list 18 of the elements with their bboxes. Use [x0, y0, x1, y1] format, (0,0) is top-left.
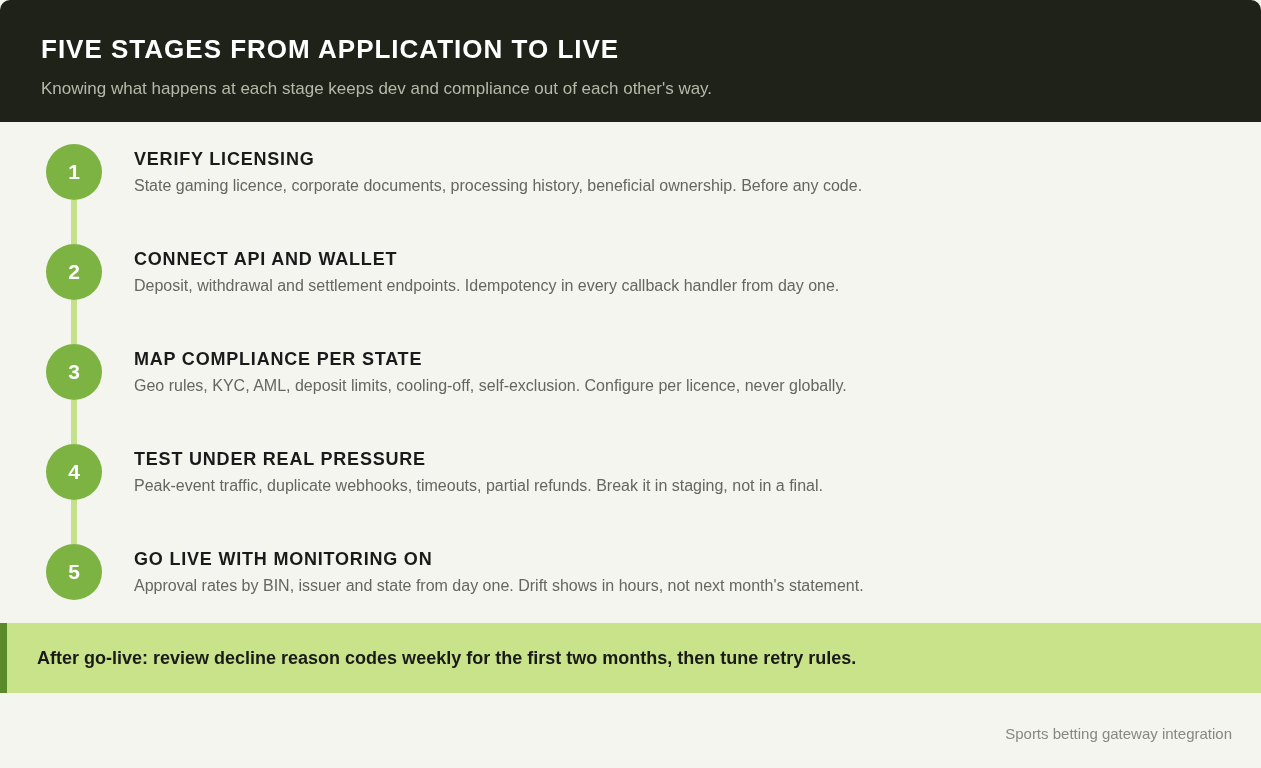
note-banner: After go-live: review decline reason codes weekly for the first two months, then tune retry rules.	[0, 623, 1261, 693]
step-heading: MAP COMPLIANCE PER STATE	[134, 348, 423, 371]
step-description: Approval rates by BIN, issuer and state from day one. Drift shows in hours, not next month's statement.	[134, 576, 864, 596]
step-heading: VERIFY LICENSING	[134, 148, 315, 171]
connector-line	[71, 300, 77, 344]
step-description: Peak-event traffic, duplicate webhooks, timeouts, partial refunds. Break it in staging, not in a final.	[134, 476, 823, 496]
connector-line	[71, 200, 77, 244]
step-description: Deposit, withdrawal and settlement endpoints. Idempotency in every callback handler from day one.	[134, 276, 840, 296]
title: FIVE STAGES FROM APPLICATION TO LIVE	[41, 33, 620, 66]
connector-line	[71, 400, 77, 444]
subtitle: Knowing what happens at each stage keeps dev and compliance out of each other's way.	[41, 78, 713, 100]
step-description: Geo rules, KYC, AML, deposit limits, cooling-off, self-exclusion. Configure per licence, never globally.	[134, 376, 847, 396]
step-heading: TEST UNDER REAL PRESSURE	[134, 448, 426, 471]
step-heading: GO LIVE WITH MONITORING ON	[134, 548, 433, 571]
step-heading: CONNECT API AND WALLET	[134, 248, 398, 271]
step-description: State gaming licence, corporate documents, processing history, beneficial ownership. Before any code.	[134, 176, 863, 196]
footer-text: Sports betting gateway integration	[1005, 724, 1232, 744]
connector-line	[71, 500, 77, 544]
